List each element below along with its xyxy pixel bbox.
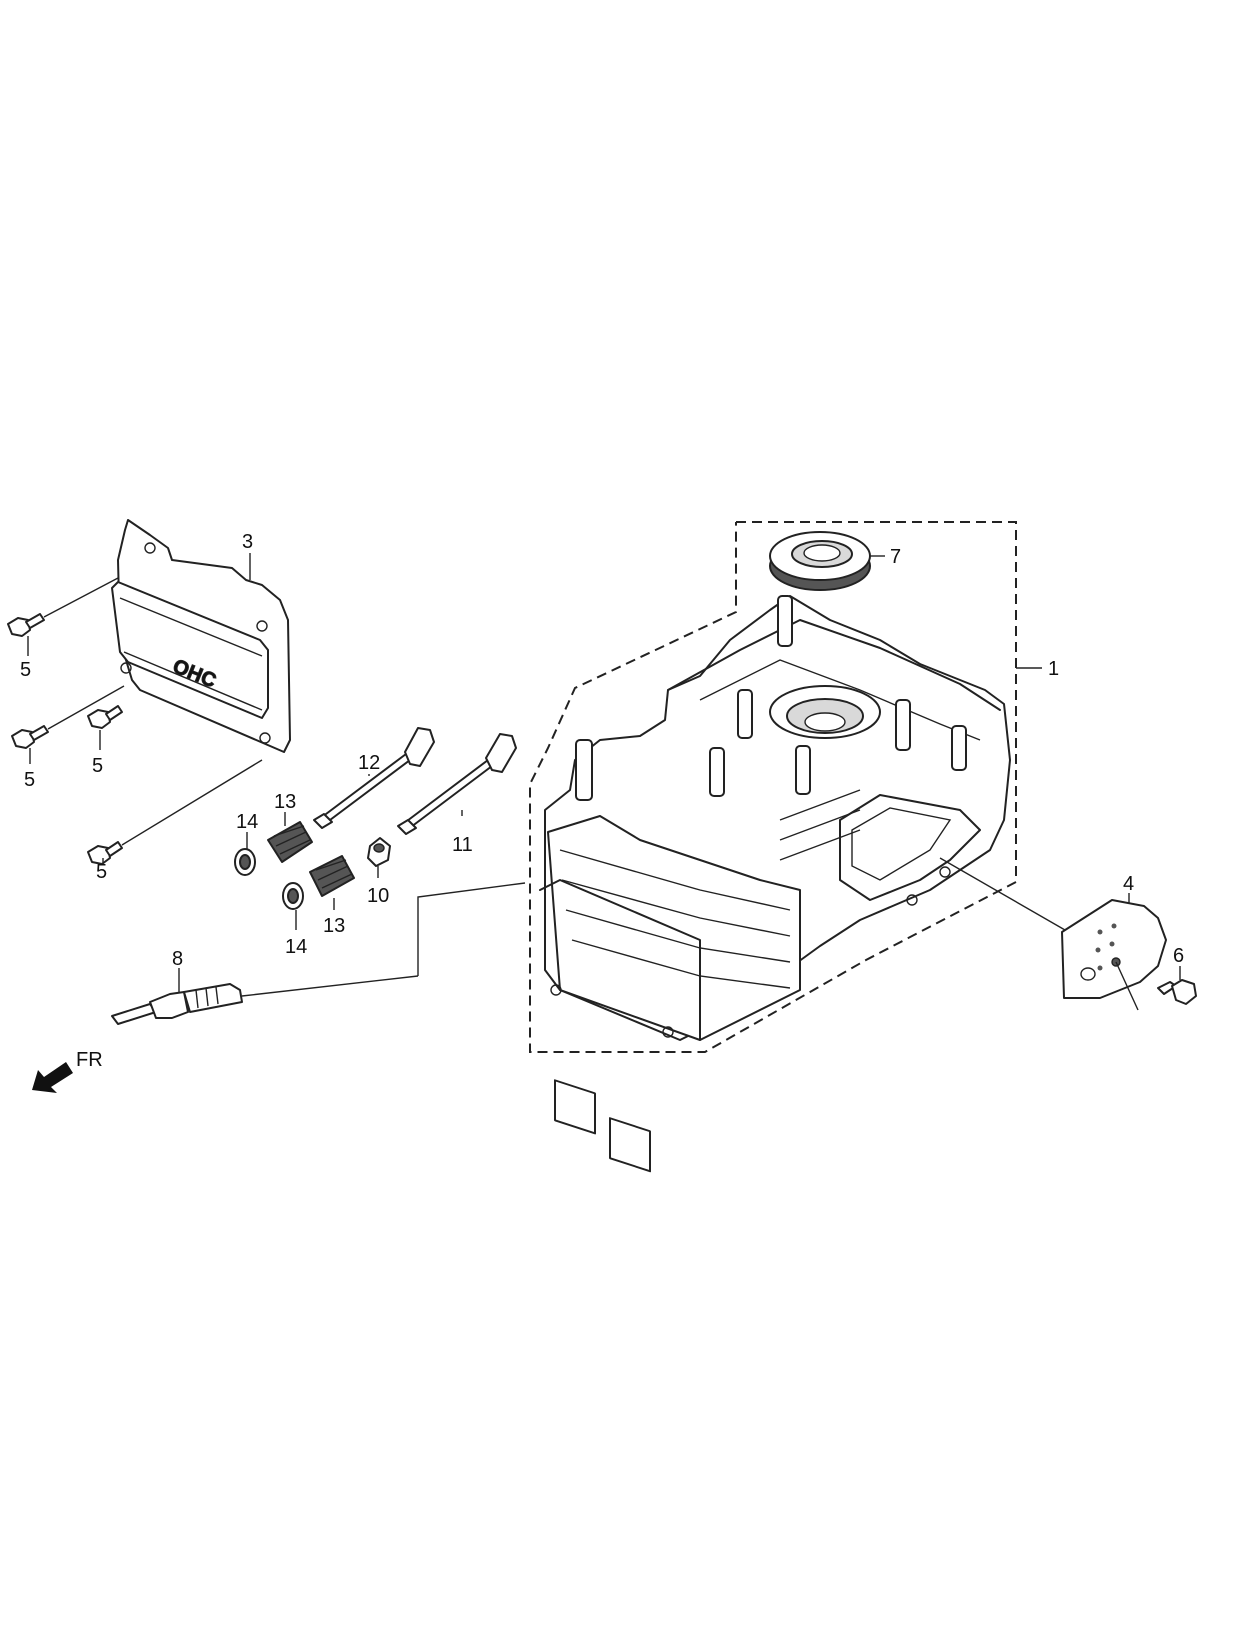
spark-plug xyxy=(111,882,526,1025)
retainer-14-upper xyxy=(234,848,256,876)
valve-11 xyxy=(397,733,517,835)
callout-5-a: 5 xyxy=(20,659,31,681)
callout-10: 10 xyxy=(367,885,389,907)
callout-14-upper: 14 xyxy=(236,811,258,833)
crankcase-block xyxy=(529,521,1017,1173)
callout-4: 4 xyxy=(1123,873,1134,895)
valve-12 xyxy=(313,727,435,829)
side-cover-plate xyxy=(939,857,1167,1011)
callout-14-lower: 14 xyxy=(285,936,307,958)
callout-7: 7 xyxy=(890,546,901,568)
callout-1: 1 xyxy=(1048,658,1059,680)
bolt-5-c xyxy=(87,705,123,729)
block-bosses xyxy=(575,595,967,801)
callout-13-lower: 13 xyxy=(323,915,345,937)
callout-13-upper: 13 xyxy=(274,791,296,813)
retainer-14-lower xyxy=(282,882,304,910)
callout-5-d: 5 xyxy=(96,861,107,883)
valve-spring-13-lower xyxy=(309,855,355,897)
callout-6: 6 xyxy=(1173,945,1184,967)
bolt-5-a xyxy=(7,577,119,637)
callout-12: 12 xyxy=(358,752,380,774)
front-direction-indicator: FR xyxy=(32,1049,103,1093)
callout-5-b: 5 xyxy=(24,769,35,791)
head-cover: OHC xyxy=(111,519,291,753)
bolt-5-d xyxy=(87,759,263,865)
callout-11: 11 xyxy=(452,834,473,856)
callout-3: 3 xyxy=(242,531,253,553)
callout-8: 8 xyxy=(172,948,183,970)
bolt-6 xyxy=(1157,979,1197,1005)
valve-spring-13-upper xyxy=(267,821,313,863)
front-arrow-icon xyxy=(32,1062,73,1093)
oil-seal xyxy=(769,531,885,591)
bolt-5-b xyxy=(11,685,125,749)
callout-5-c: 5 xyxy=(92,755,103,777)
front-direction-label: FR xyxy=(76,1049,103,1071)
valve-seal-10 xyxy=(367,837,391,867)
